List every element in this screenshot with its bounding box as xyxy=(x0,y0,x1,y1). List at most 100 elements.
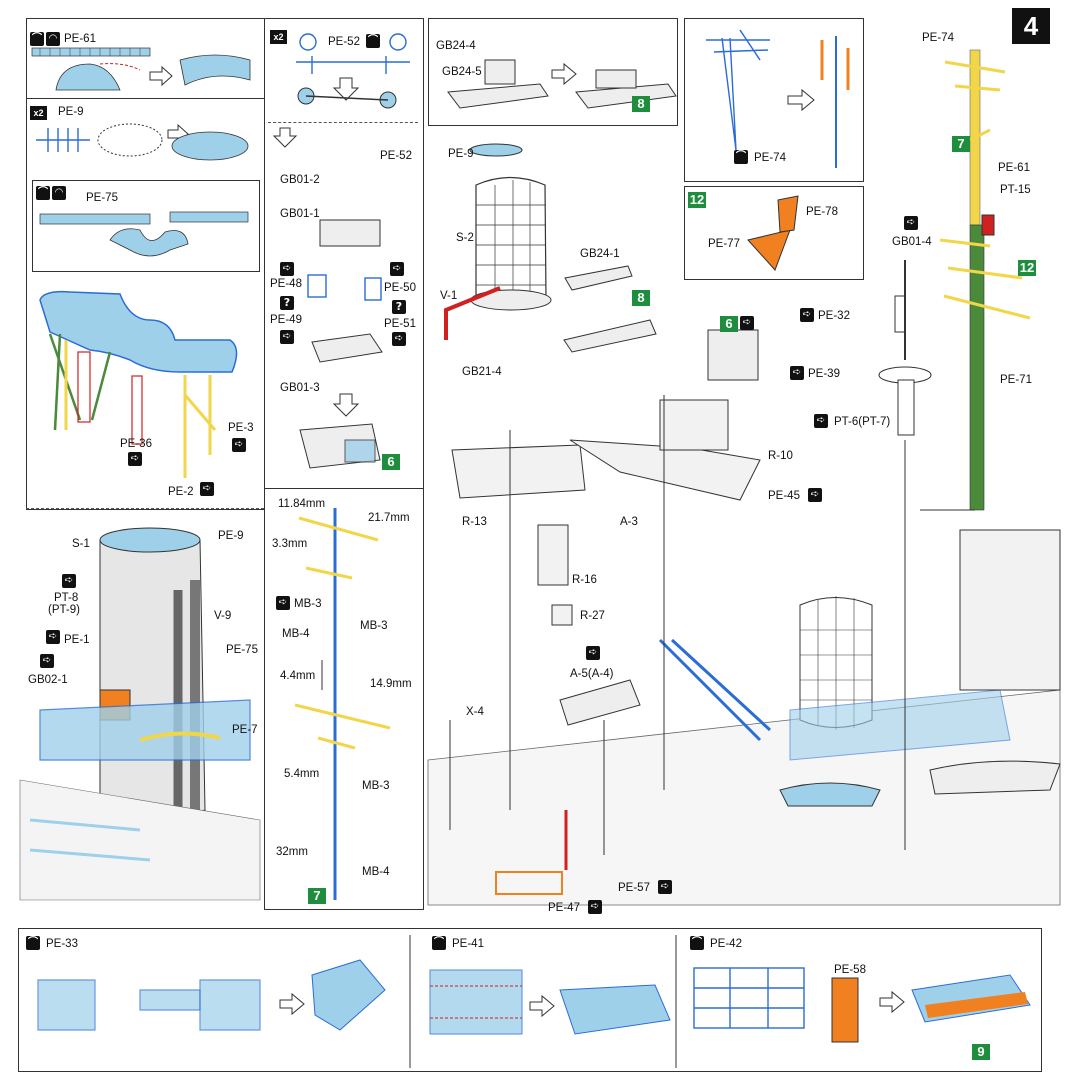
label-pt9: (PT-9) xyxy=(48,604,80,616)
label-pe61b: PE-61 xyxy=(998,162,1030,174)
label-pe32: PE-32 xyxy=(818,310,850,322)
label-v9: V-9 xyxy=(214,610,232,622)
reference-arrow-icon: ➪ xyxy=(280,330,294,344)
label-pe78: PE-78 xyxy=(806,206,838,218)
label-pe74b: PE-74 xyxy=(922,32,954,44)
reference-arrow-icon: ➪ xyxy=(46,630,60,644)
multiplier-badge: x2 xyxy=(270,30,287,44)
label-gb013: GB01-3 xyxy=(280,382,320,394)
label-pe42: PE-42 xyxy=(710,938,742,950)
label-pe48: PE-48 xyxy=(270,278,302,290)
label-r27: R-27 xyxy=(580,610,605,622)
reference-arrow-icon: ➪ xyxy=(586,646,600,660)
label-217mm: 21.7mm xyxy=(368,512,410,524)
label-pe49: PE-49 xyxy=(270,314,302,326)
bend-icon: ⌒ xyxy=(690,936,704,950)
label-pe75: PE-75 xyxy=(86,192,118,204)
label-pe3: PE-3 xyxy=(228,422,254,434)
label-gb021: GB02-1 xyxy=(28,674,68,686)
label-gb014: GB01-4 xyxy=(892,236,932,248)
label-r10: R-10 xyxy=(768,450,793,462)
bend-icon: ⌒ xyxy=(432,936,446,950)
reference-arrow-icon: ➪ xyxy=(276,596,290,610)
reference-arrow-icon: ➪ xyxy=(232,438,246,452)
bend-icon: ⌒ xyxy=(26,936,40,950)
step-number: 4 xyxy=(1012,8,1050,44)
label-gb214: GB21-4 xyxy=(462,366,502,378)
step-badge-12: 12 xyxy=(688,192,706,208)
step-badge-9: 9 xyxy=(972,1044,990,1060)
label-mb3c: MB-3 xyxy=(362,780,390,792)
label-v1: V-1 xyxy=(440,290,458,302)
label-r16: R-16 xyxy=(572,574,597,586)
label-pe9: PE-9 xyxy=(58,106,84,118)
reference-arrow-icon: ➪ xyxy=(392,332,406,346)
reference-arrow-icon: ➪ xyxy=(790,366,804,380)
reference-arrow-icon: ➪ xyxy=(658,880,672,894)
question-icon: ? xyxy=(392,300,406,314)
reference-arrow-icon: ➪ xyxy=(62,574,76,588)
label-pe2: PE-2 xyxy=(168,486,194,498)
label-s1: S-1 xyxy=(72,538,90,550)
reference-arrow-icon: ➪ xyxy=(390,262,404,276)
panel-bottom xyxy=(18,928,1042,1072)
label-a3: A-3 xyxy=(620,516,638,528)
question-icon: ? xyxy=(280,296,294,310)
panel-pe75-inset xyxy=(32,180,260,272)
label-mb4a: MB-4 xyxy=(282,628,310,640)
label-gb245: GB24-5 xyxy=(442,66,482,78)
reference-arrow-icon: ➪ xyxy=(200,482,214,496)
bend-icon: ⌒ xyxy=(734,150,748,164)
step-badge-8: 8 xyxy=(632,290,650,306)
label-pe52: PE-52 xyxy=(328,36,360,48)
divider-dashed-1 xyxy=(26,508,264,509)
label-r13: R-13 xyxy=(462,516,487,528)
label-gb011: GB01-1 xyxy=(280,208,320,220)
label-mb3a: MB-3 xyxy=(294,598,322,610)
label-gb241: GB24-1 xyxy=(580,248,620,260)
label-pt15: PT-15 xyxy=(1000,184,1031,196)
label-mb4b: MB-4 xyxy=(362,866,390,878)
reference-arrow-icon: ➪ xyxy=(40,654,54,668)
reference-arrow-icon: ➪ xyxy=(128,452,142,466)
label-54mm: 5.4mm xyxy=(284,768,320,780)
bend-icon: ⌒ xyxy=(366,34,380,48)
label-pe71: PE-71 xyxy=(1000,374,1032,386)
label-44mm: 4.4mm xyxy=(280,670,316,682)
reference-arrow-icon: ➪ xyxy=(740,316,754,330)
label-pe41: PE-41 xyxy=(452,938,484,950)
step-badge-12: 12 xyxy=(1018,260,1036,276)
multiplier-badge: x2 xyxy=(30,106,47,120)
label-a5: A-5(A-4) xyxy=(570,668,614,680)
label-pe7: PE-7 xyxy=(232,724,258,736)
label-pe61: PE-61 xyxy=(64,33,96,45)
label-pe33: PE-33 xyxy=(46,938,78,950)
reference-arrow-icon: ➪ xyxy=(588,900,602,914)
panel-pe74-top xyxy=(684,18,864,182)
reference-arrow-icon: ➪ xyxy=(814,414,828,428)
bend-icon: ⌒ xyxy=(36,186,50,200)
step-badge-6: 6 xyxy=(720,316,738,332)
label-pe52b: PE-52 xyxy=(380,150,412,162)
step-badge-7: 7 xyxy=(952,136,970,152)
label-32mm: 32mm xyxy=(276,846,308,858)
step-badge-8: 8 xyxy=(632,96,650,112)
label-149mm: 14.9mm xyxy=(370,678,412,690)
label-pe9c: PE-9 xyxy=(448,148,474,160)
label-pt6: PT-6(PT-7) xyxy=(834,416,891,428)
reference-arrow-icon: ➪ xyxy=(904,216,918,230)
curve-icon: ◠ xyxy=(52,186,66,200)
label-gb244: GB24-4 xyxy=(436,40,476,52)
label-pe36: PE-36 xyxy=(120,438,152,450)
label-pe39: PE-39 xyxy=(808,368,840,380)
reference-arrow-icon: ➪ xyxy=(800,308,814,322)
curve-icon: ◠ xyxy=(46,32,60,46)
label-s2: S-2 xyxy=(456,232,474,244)
label-pe51: PE-51 xyxy=(384,318,416,330)
divider-dashed-2 xyxy=(268,122,418,123)
label-x4: X-4 xyxy=(466,706,484,718)
step-badge-6: 6 xyxy=(382,454,400,470)
label-33mm: 3.3mm xyxy=(272,538,308,550)
reference-arrow-icon: ➪ xyxy=(280,262,294,276)
